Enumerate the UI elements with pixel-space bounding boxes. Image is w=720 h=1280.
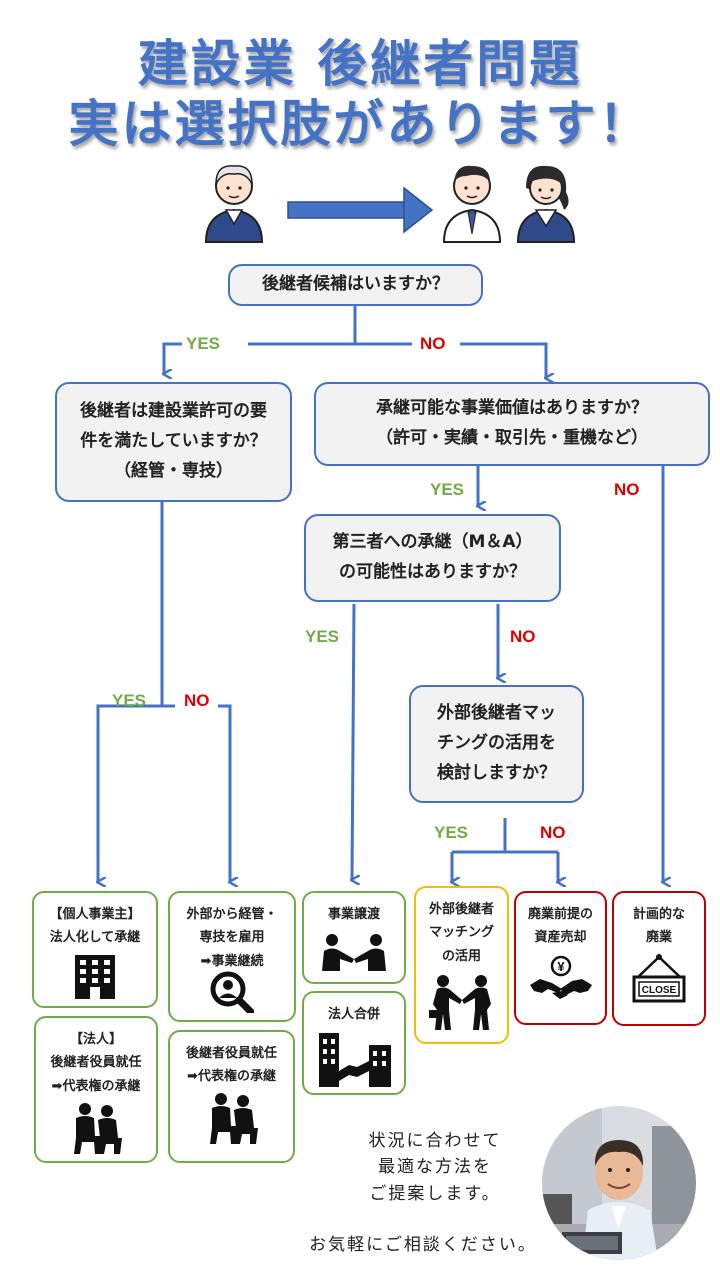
people-illustration (204, 165, 576, 243)
question-text: 後継者は建設業許可の要 (80, 401, 267, 422)
result-asset-sale: 廃業前提の 資産売却 ¥ (514, 891, 607, 1025)
seated-people-icon (209, 1093, 258, 1144)
result-text: 【法人】 (69, 1032, 122, 1047)
label-yes: YES (430, 480, 465, 499)
question-text: 外部後継者マッ (437, 703, 556, 724)
label-yes: YES (112, 691, 147, 710)
business-handshake-icon (428, 975, 491, 1030)
seated-people-icon (74, 1103, 122, 1154)
result-hire-external-manager: 外部から経管・ 専技を雇用 ➡事業継続 (168, 891, 296, 1022)
result-text: ➡代表権の承継 (187, 1069, 276, 1085)
question-business-value: 承継可能な事業価値はありますか？ （許可・実績・取引先・重機など） (314, 382, 710, 466)
question-license-requirements: 後継者は建設業許可の要 件を満たしていますか？ （経管・専技） (55, 382, 292, 502)
result-text: ➡事業継続 (200, 953, 264, 969)
result-successor-officer: 後継者役員就任 ➡代表権の承継 (168, 1030, 295, 1163)
building-icon (75, 955, 115, 999)
result-text: 専技を雇用 (199, 930, 265, 946)
question-third-party-ma: 第三者への承継（M＆A） の可能性はありますか？ (304, 514, 561, 602)
question-text: の可能性はありますか？ (339, 562, 526, 582)
label-no: NO (540, 823, 566, 842)
result-text: 後継者役員就任 (50, 1055, 142, 1071)
closing-message: 状況に合わせて 最適な方法を ご提案します。 (330, 1128, 540, 1207)
label-no: NO (420, 334, 446, 353)
closing-line: 最適な方法を (378, 1157, 492, 1178)
young-man-icon (442, 165, 502, 243)
result-corporate-officer-succession: 【法人】 後継者役員就任 ➡代表権の承継 (34, 1016, 158, 1163)
question-text: 後継者候補はいますか？ (262, 274, 449, 295)
consultant-photo (542, 1106, 696, 1260)
yen-sign-text: ¥ (557, 959, 565, 974)
question-text: （許可・実績・取引先・重機など） (376, 428, 648, 448)
question-text: 承継可能な事業価値はありますか？ (376, 398, 648, 419)
handshake-people-icon (322, 934, 386, 971)
result-corporate-merger: 法人合併 (302, 991, 406, 1095)
question-text: チングの活用を (437, 733, 556, 754)
label-no: NO (184, 691, 210, 710)
result-text: 【個人事業主】 (49, 907, 141, 922)
question-text: （経管・専技） (114, 460, 233, 481)
search-person-icon (210, 971, 254, 1013)
close-sign-text: CLOSE (642, 985, 677, 996)
closing-line: 状況に合わせて (368, 1131, 502, 1151)
label-yes: YES (186, 334, 221, 353)
result-text: の活用 (441, 948, 481, 964)
question-text: 第三者への承継（M＆A） (332, 532, 533, 553)
result-text: 外部から経管・ (186, 907, 278, 922)
young-woman-icon (516, 165, 576, 243)
result-text: 事業譲渡 (327, 907, 380, 922)
merging-buildings-icon (319, 1033, 391, 1087)
result-incorporate-sole-proprietor: 【個人事業主】 法人化して承継 (32, 891, 158, 1008)
result-text: 廃業 (645, 930, 672, 946)
result-text: 外部後継者 (428, 902, 494, 917)
result-external-successor-matching: 外部後継者 マッチング の活用 (414, 886, 509, 1044)
result-text: マッチング (428, 925, 494, 941)
question-successor-candidate: 後継者候補はいますか？ (228, 264, 483, 306)
question-text: 検討しますか？ (437, 762, 556, 783)
yen-handshake-icon: ¥ (529, 955, 592, 999)
result-planned-closure: 計画的な 廃業 CLOSE (612, 891, 706, 1026)
result-text: 後継者役員就任 (185, 1046, 277, 1061)
result-text: 廃業前提の (527, 907, 593, 922)
title-line-1: 建設業 後継者問題 (137, 35, 583, 93)
result-text: 資産売却 (534, 930, 587, 946)
closing-line: ご提案します。 (369, 1183, 501, 1204)
label-no: NO (614, 480, 640, 499)
close-sign-icon: CLOSE (632, 954, 686, 1003)
label-yes: YES (305, 627, 340, 646)
question-text: 件を満たしていますか？ (80, 431, 267, 452)
result-text: ➡代表権の承継 (51, 1078, 141, 1094)
result-text: 計画的な (632, 907, 685, 922)
closing-invitation: お気軽にご相談ください。 (309, 1235, 537, 1255)
label-yes: YES (434, 823, 469, 842)
label-no: NO (510, 627, 536, 646)
result-business-transfer: 事業譲渡 (302, 891, 406, 984)
transition-arrow-icon (287, 186, 434, 234)
result-text: 法人化して承継 (49, 930, 141, 946)
question-external-matching: 外部後継者マッ チングの活用を 検討しますか？ (409, 685, 584, 803)
elderly-man-icon (204, 165, 264, 243)
title-line-2: 実は選択肢があります！ (68, 95, 652, 153)
result-text: 法人合併 (327, 1007, 380, 1022)
